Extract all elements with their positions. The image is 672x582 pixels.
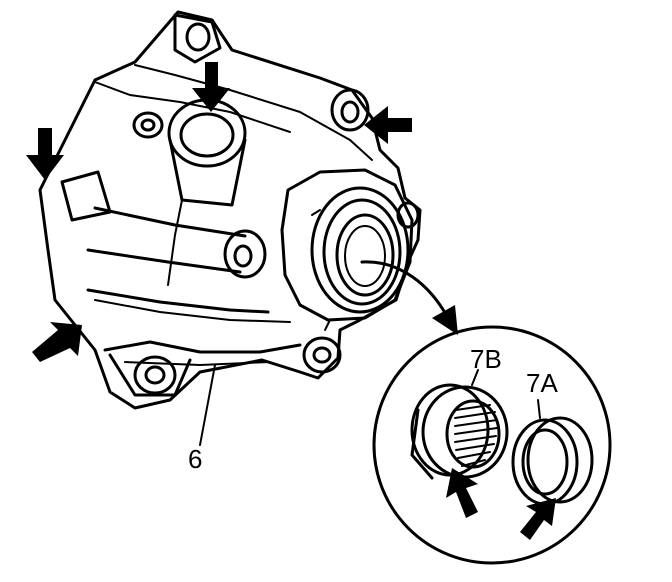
callout-label-7b: 7B — [470, 344, 502, 374]
arrow-top — [192, 62, 230, 112]
callout-label-7a: 7A — [526, 368, 558, 398]
needle-bearing-7b — [410, 369, 509, 480]
bearing-detail-callout — [360, 260, 612, 565]
arrow-left-top — [26, 128, 64, 180]
arrow-right — [364, 106, 412, 144]
arrow-bearing-7a — [520, 498, 556, 540]
arrow-left-bottom — [32, 322, 82, 362]
callout-label-6: 6 — [188, 444, 202, 474]
bearing-race-7a — [511, 399, 594, 506]
transmission-housing — [38, 10, 422, 446]
arrow-bearing-7b — [446, 468, 478, 518]
